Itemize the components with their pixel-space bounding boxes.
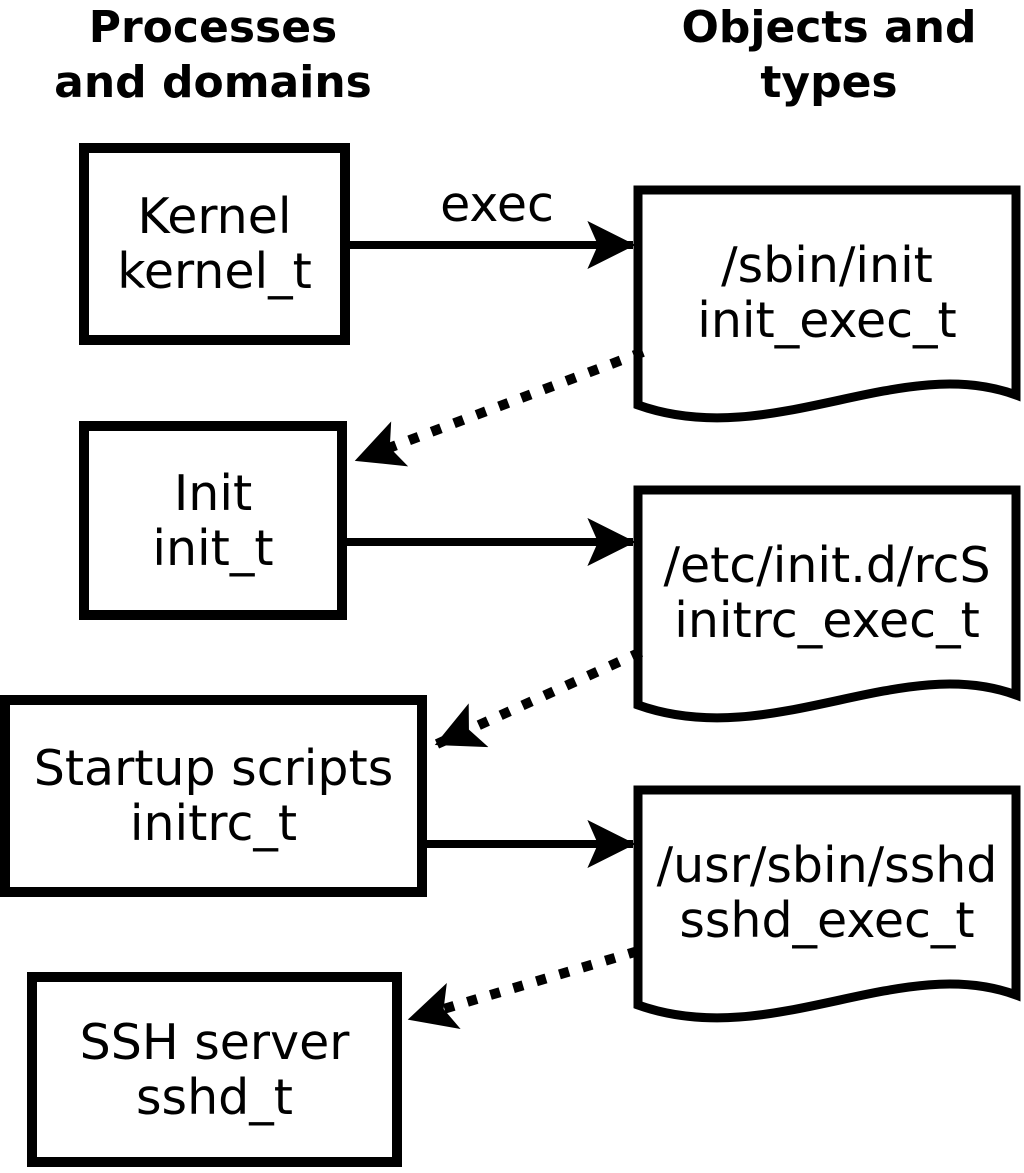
process-box-startup-scripts: Startup scripts initrc_t bbox=[0, 695, 427, 897]
process-domain: sshd_t bbox=[136, 1068, 293, 1126]
column-header-objects: Objects and types bbox=[629, 0, 1024, 110]
process-name: Kernel bbox=[137, 188, 292, 245]
document-shape-usr-sbin-sshd bbox=[633, 785, 1021, 1023]
document-shape-etc-initd-rcs bbox=[633, 485, 1021, 723]
process-box-ssh-server: SSH server sshd_t bbox=[27, 972, 402, 1167]
process-domain: initrc_t bbox=[129, 795, 298, 852]
column-header-processes: Processes and domains bbox=[13, 0, 413, 110]
column-header-processes-line2: and domains bbox=[54, 57, 372, 108]
process-box-init: Init init_t bbox=[79, 421, 347, 620]
document-shape-sbin-init bbox=[633, 185, 1021, 423]
column-header-objects-line2: types bbox=[760, 57, 898, 108]
transition-arrow-init-exec-to-init-t bbox=[354, 347, 645, 467]
process-name: SSH server bbox=[79, 1013, 350, 1071]
column-header-processes-line1: Processes bbox=[88, 2, 338, 53]
transition-arrow-sshd-exec-to-sshd-t bbox=[407, 946, 640, 1029]
process-name: Startup scripts bbox=[33, 740, 394, 797]
process-box-kernel: Kernel kernel_t bbox=[79, 143, 350, 345]
exec-arrow-label: exec bbox=[440, 176, 554, 233]
process-domain: kernel_t bbox=[117, 243, 312, 300]
transition-arrow-initrc-exec-to-initrc-t bbox=[434, 647, 644, 749]
process-name: Init bbox=[173, 464, 253, 522]
process-domain: init_t bbox=[152, 519, 274, 577]
column-header-objects-line1: Objects and bbox=[681, 2, 977, 53]
